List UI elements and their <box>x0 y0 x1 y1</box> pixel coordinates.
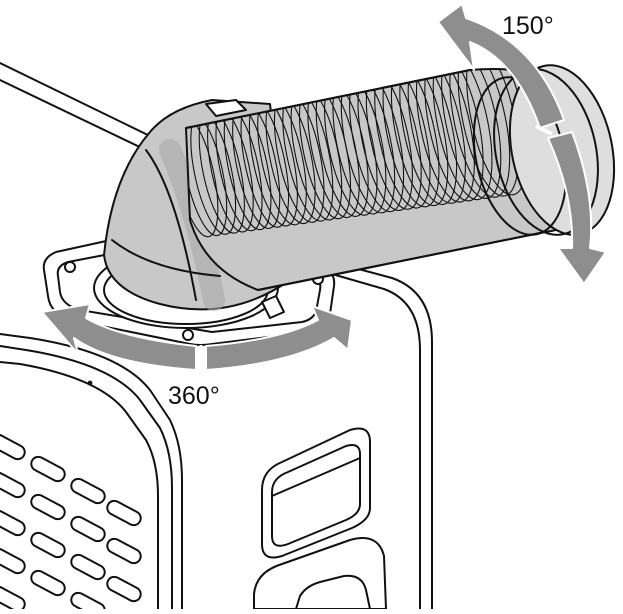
power-cord <box>0 62 153 151</box>
hose-rib <box>415 69 475 203</box>
hose-rib <box>432 69 493 201</box>
hose-rib <box>399 69 458 205</box>
hose-rib <box>357 69 413 212</box>
hose-rib <box>407 69 466 204</box>
tilt-angle-label: 150° <box>502 12 554 40</box>
hose-rib <box>424 69 484 202</box>
body-screw <box>87 380 93 386</box>
flange-latch <box>261 295 285 319</box>
hose-rib <box>186 114 219 238</box>
lower-panel <box>253 537 387 610</box>
tilt-arrow-150 <box>437 3 607 285</box>
elbow-clip <box>205 99 247 117</box>
hose-rib <box>382 69 440 208</box>
flange-screw <box>64 261 76 273</box>
hose-rib <box>449 69 511 198</box>
hose-rib <box>390 69 449 207</box>
handle-recess <box>261 427 371 559</box>
vent-grille <box>0 433 142 614</box>
unit-body <box>0 262 433 610</box>
rotation-angle-label: 360° <box>168 382 220 410</box>
rotation-arrow-360 <box>41 303 353 374</box>
flange-screw <box>182 329 194 341</box>
hose-rib <box>374 69 431 209</box>
hose-rib <box>365 69 422 210</box>
